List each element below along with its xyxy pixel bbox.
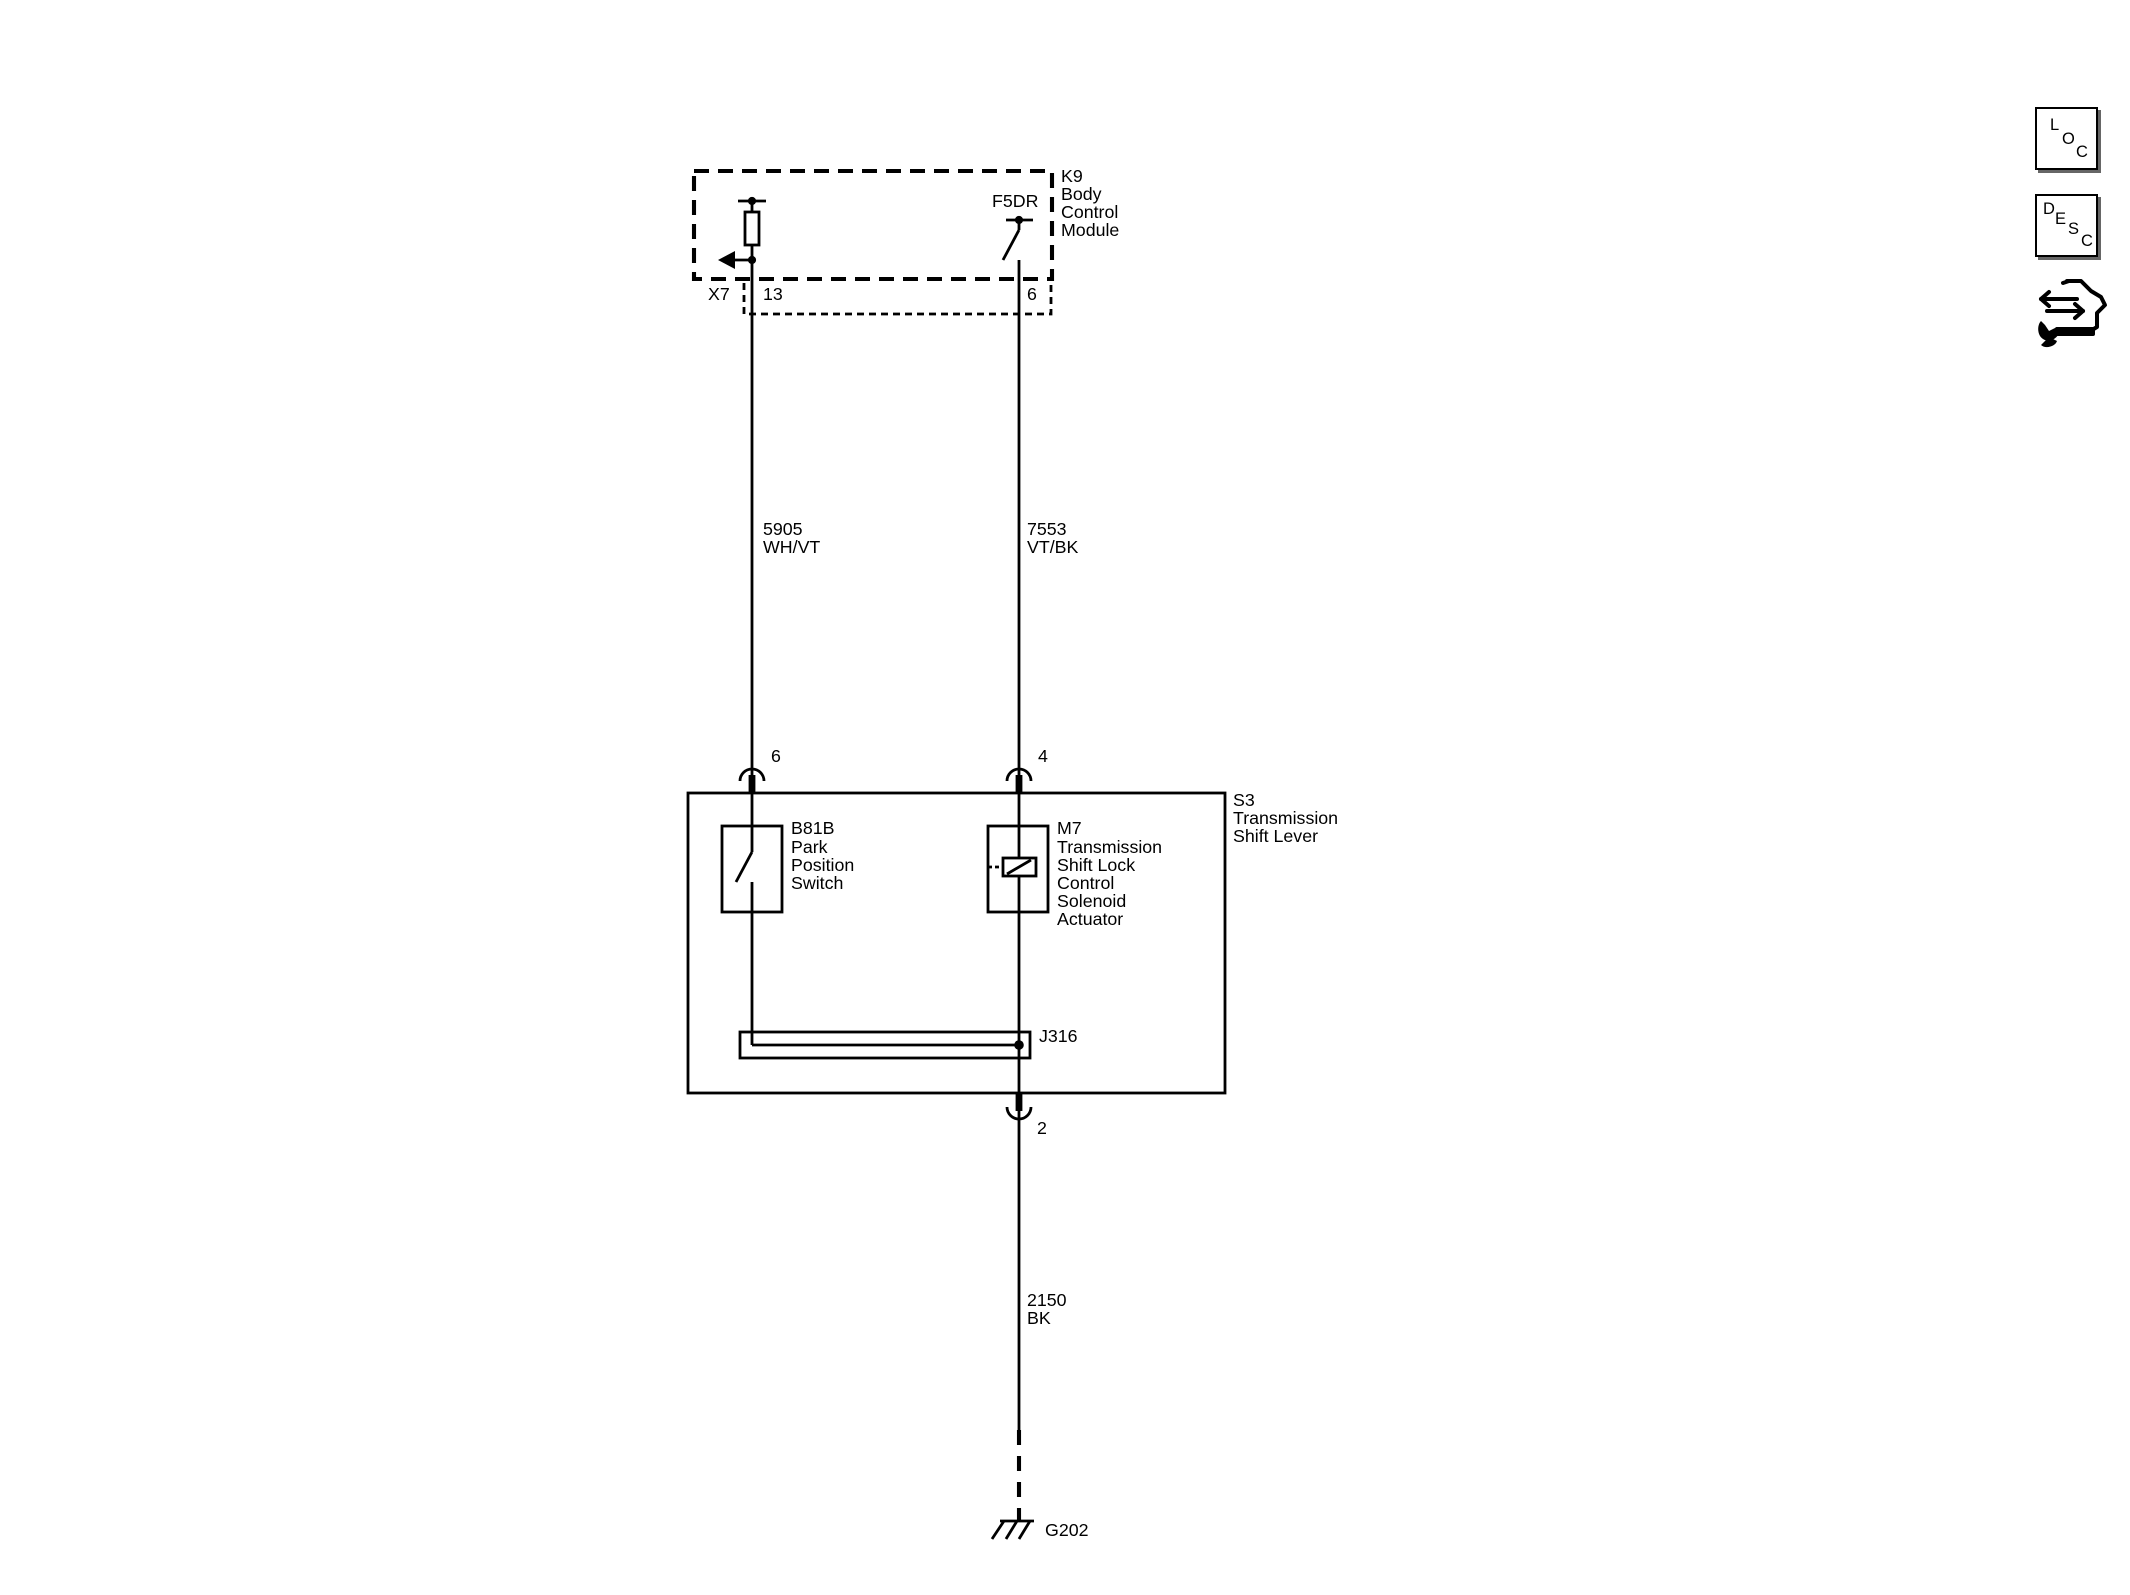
k9-name-line: Body <box>1061 184 1102 204</box>
terminal-6-label: 6 <box>771 746 781 766</box>
wire-color-label: VT/BK <box>1027 537 1079 557</box>
pin-13-label: 13 <box>763 284 783 304</box>
body-control-module <box>691 168 1055 316</box>
wire-circuit-label: 2150 <box>1027 1290 1067 1310</box>
b81b-name-line: Position <box>791 855 854 875</box>
s3-name-line: Shift Lever <box>1233 826 1318 846</box>
k9-name-line: Module <box>1061 220 1119 240</box>
m7-name-line: Shift Lock <box>1057 855 1135 875</box>
s3-label: S3 Transmission Shift Lever <box>1233 790 1338 846</box>
driver-switch <box>1001 218 1033 261</box>
desc-button[interactable]: D E S C <box>2035 194 2098 257</box>
driver-label: F5DR <box>992 191 1039 211</box>
ground-label: G202 <box>1045 1520 1089 1540</box>
connector-terminal-4 <box>1005 767 1033 793</box>
connector-terminal-6 <box>738 767 766 793</box>
connector-terminal-2 <box>1005 1093 1033 1121</box>
loc-letter: C <box>2076 143 2088 161</box>
pin-6-label: 6 <box>1027 284 1037 304</box>
splice-pack-j316 <box>738 1030 1032 1060</box>
terminal-4-label: 4 <box>1038 746 1048 766</box>
m7-ref: M7 <box>1057 818 1082 838</box>
terminal-2-label: 2 <box>1037 1118 1047 1138</box>
m7-label: M7 Transmission Shift Lock Control Solen… <box>1057 818 1162 929</box>
m7-name-line: Solenoid <box>1057 891 1126 911</box>
connector-x7-label: X7 <box>708 284 730 304</box>
desc-letter: E <box>2055 210 2067 228</box>
input-arrow-icon <box>718 251 735 269</box>
s3-name-line: Transmission <box>1233 808 1338 828</box>
loc-letter: O <box>2062 130 2075 148</box>
b81b-label: B81B Park Position Switch <box>791 818 854 893</box>
connector-wrench-icon[interactable] <box>2033 275 2113 355</box>
k9-ref: K9 <box>1061 166 1083 186</box>
loc-button[interactable]: L O C <box>2035 107 2098 170</box>
shift-lever-box <box>686 791 1227 1095</box>
k9-name-line: Control <box>1061 202 1118 222</box>
desc-letter: C <box>2081 232 2093 250</box>
splice-label: J316 <box>1039 1026 1078 1046</box>
input-resistor <box>731 199 766 262</box>
ground-symbol-icon <box>990 1519 1034 1540</box>
b81b-ref: B81B <box>791 818 835 838</box>
wire-color-label: BK <box>1027 1308 1051 1328</box>
desc-letter: S <box>2068 220 2080 238</box>
loc-letter: L <box>2050 116 2060 134</box>
desc-letter: D <box>2043 200 2055 218</box>
wire-color-label: WH/VT <box>763 537 820 557</box>
k9-label: K9 Body Control Module <box>1061 166 1119 240</box>
m7-name-line: Transmission <box>1057 837 1162 857</box>
m7-name-line: Actuator <box>1057 909 1123 929</box>
m7-name-line: Control <box>1057 873 1114 893</box>
s3-ref: S3 <box>1233 790 1255 810</box>
wire-circuit-label: 5905 <box>763 519 803 539</box>
park-position-switch <box>720 793 784 1045</box>
wire-circuit-label: 7553 <box>1027 519 1067 539</box>
b81b-name-line: Switch <box>791 873 843 893</box>
b81b-name-line: Park <box>791 837 828 857</box>
